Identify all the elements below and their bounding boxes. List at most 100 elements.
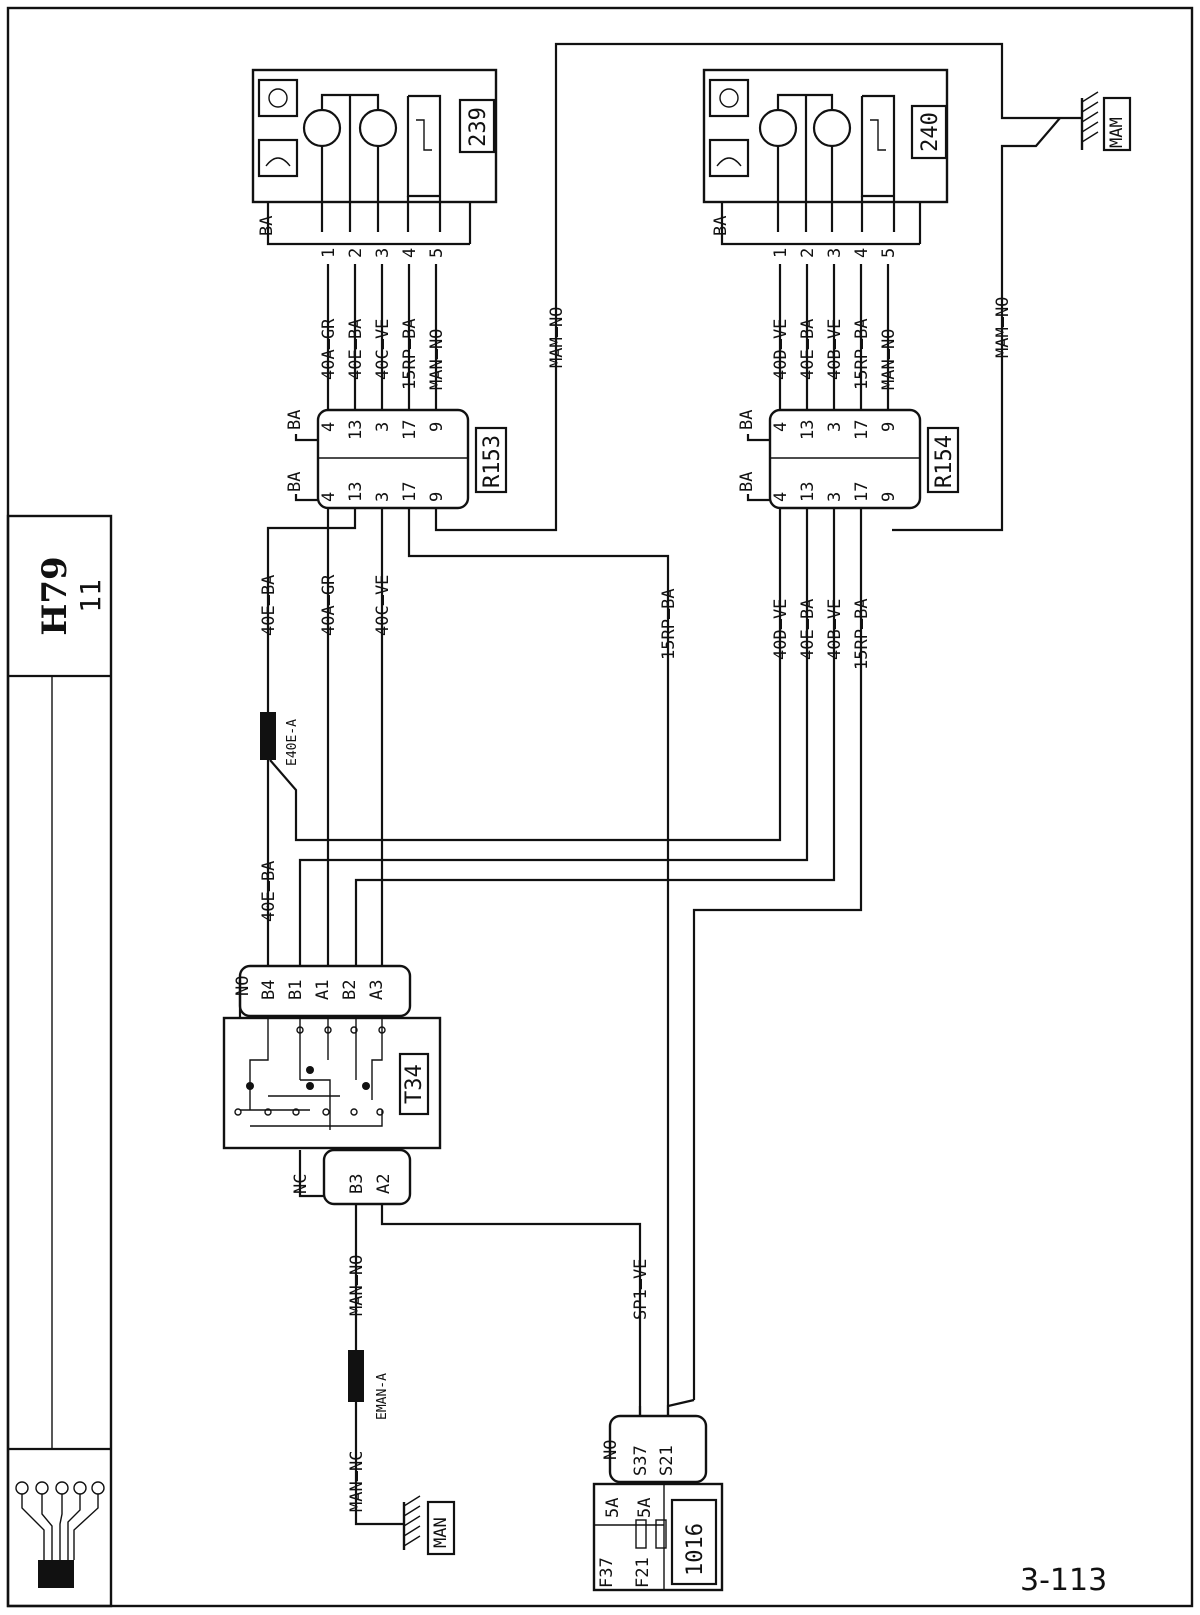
pin: 4 <box>771 422 791 432</box>
wire-label: 40D—VE <box>771 599 791 660</box>
pin: 4 <box>771 492 791 502</box>
component-240: 240 <box>702 68 949 204</box>
shield-ba: BA <box>737 410 757 430</box>
wire-label: 40A—GR <box>319 318 339 380</box>
windshield-icon <box>716 157 742 167</box>
wire-label: 40B—VE <box>825 319 845 380</box>
harness-lower: SP1—VE EMAN-A MAN—NO MAN—NC MAN <box>347 1204 651 1556</box>
wire-label: 40E—BA <box>798 319 818 380</box>
splice-e40e <box>260 712 276 760</box>
pin: 4 <box>319 422 339 432</box>
pin: 17 <box>400 420 420 440</box>
pin-239-2: 2 <box>346 248 366 258</box>
title-sub: 11 <box>74 579 107 613</box>
pin: 17 <box>852 420 872 440</box>
ground-man-label: MAN <box>431 1517 451 1548</box>
wire-label: 40E—BA <box>346 319 366 380</box>
wire-label: 40B—VE <box>825 599 845 660</box>
component-240-id: 240 <box>918 112 943 152</box>
wire-label: 40D—VE <box>771 319 791 380</box>
pin: 9 <box>427 492 447 502</box>
wire-label: 15RP—BA <box>659 588 679 660</box>
pin: B3 <box>347 1174 367 1194</box>
wire-label: 15RP—BA <box>852 598 872 670</box>
fuse-label: F37 <box>597 1557 617 1588</box>
ground-mam-label: MAM <box>1107 117 1127 148</box>
pin: 3 <box>825 422 845 432</box>
shield-ba: BA <box>737 472 757 492</box>
connector-r153-id: R153 <box>480 435 505 488</box>
pin-239-4: 4 <box>400 248 420 258</box>
motor-icon <box>302 108 342 148</box>
connector-logo-icon <box>15 1481 105 1588</box>
wire-label: 15RP—BA <box>852 318 872 390</box>
title-code: H79 <box>35 556 75 635</box>
pin: 3 <box>373 422 393 432</box>
pin-240-1: 1 <box>771 248 791 258</box>
pin: 3 <box>825 492 845 502</box>
wire-label: MAN—NO <box>879 329 899 390</box>
wire-label: 40E—BA <box>798 599 818 660</box>
relay-top-tag: NO <box>233 976 253 996</box>
pin-239-5: 5 <box>427 248 447 258</box>
pin: 13 <box>346 420 366 440</box>
splice-eman-label: EMAN-A <box>375 1373 390 1420</box>
wire-label: MAM—NO <box>993 297 1013 358</box>
pin: B1 <box>286 980 306 1000</box>
motor-icon <box>758 108 798 148</box>
relay-t34-id: T34 <box>402 1064 427 1104</box>
fan-icon <box>268 88 288 108</box>
pin: 13 <box>346 482 366 502</box>
pin: B4 <box>259 980 279 1000</box>
pin: 13 <box>798 482 818 502</box>
fuse-label: F21 <box>633 1557 653 1588</box>
shield-ba: BA <box>285 410 305 430</box>
component-1016-id: 1016 <box>683 1523 708 1576</box>
pin-239-1: 1 <box>319 248 339 258</box>
wire-label: 40E—BA <box>259 861 279 922</box>
splice-eman <box>348 1350 364 1402</box>
pin: A2 <box>374 1174 394 1194</box>
shield-ba-240: BA <box>711 216 731 236</box>
wire-label: 15RP—BA <box>400 318 420 390</box>
page-border <box>6 6 1194 1608</box>
motor-icon <box>812 108 852 148</box>
pin: B2 <box>340 980 360 1000</box>
connector-r153: R153 4 13 3 17 9 4 13 3 17 9 BA BA <box>285 408 508 510</box>
relay-t34: NO B4 B1 A1 B2 A3 T34 NC B3 A2 <box>222 964 442 1206</box>
component-239-id: 239 <box>466 107 491 147</box>
c1016-tag: NO <box>601 1440 621 1460</box>
harness-r154-down: 40D—VE 40E—BA 40B—VE 15RP—BA <box>298 508 872 1400</box>
fuse-icon <box>635 1519 647 1549</box>
component-1016: NO S37 S21 1016 F37 F21 5A 5A <box>592 1398 724 1592</box>
pin-239-3: 3 <box>373 248 393 258</box>
pin: A1 <box>313 980 333 1000</box>
wire-label: MAN—NC <box>347 1451 367 1512</box>
pin: 17 <box>852 482 872 502</box>
pin: A3 <box>367 980 387 1000</box>
wire-label: 40E—BA <box>259 575 279 636</box>
fuse-icon <box>655 1519 667 1549</box>
pin: 4 <box>319 492 339 502</box>
wire-label: MAM—NO <box>547 307 567 368</box>
windshield-icon <box>265 157 291 167</box>
pin: S37 <box>631 1445 651 1476</box>
splice-e40e-label: E40E-A <box>285 719 300 766</box>
harness-239: BA 1 2 3 4 5 40A—GR 40E—BA 40C—VE 15RP—B… <box>257 196 472 410</box>
component-239: 239 <box>251 68 498 204</box>
pin: 9 <box>427 422 447 432</box>
connector-r154: R154 4 13 3 17 9 4 13 3 17 9 BA BA <box>737 408 960 510</box>
shield-ba-239: BA <box>257 216 277 236</box>
ground-mam: MAM MAM—NO MAM—NO <box>547 42 1132 532</box>
harness-240: BA 1 2 3 4 5 40D—VE 40E—BA 40B—VE 15RP—B… <box>711 196 922 410</box>
wire-label: MAN—NO <box>427 329 447 390</box>
harness-r153-down: E40E-A 40E—BA 40A—GR 40C—VE 15RP—BA 40E—… <box>259 410 782 1416</box>
wire-label: MAN—NO <box>347 1255 367 1316</box>
pin-240-4: 4 <box>852 248 872 258</box>
motor-icon <box>358 108 398 148</box>
title-block: H79 11 <box>6 514 113 1608</box>
pin: 9 <box>879 492 899 502</box>
fan-icon <box>719 88 739 108</box>
wire-label: SP1—VE <box>631 1259 651 1320</box>
